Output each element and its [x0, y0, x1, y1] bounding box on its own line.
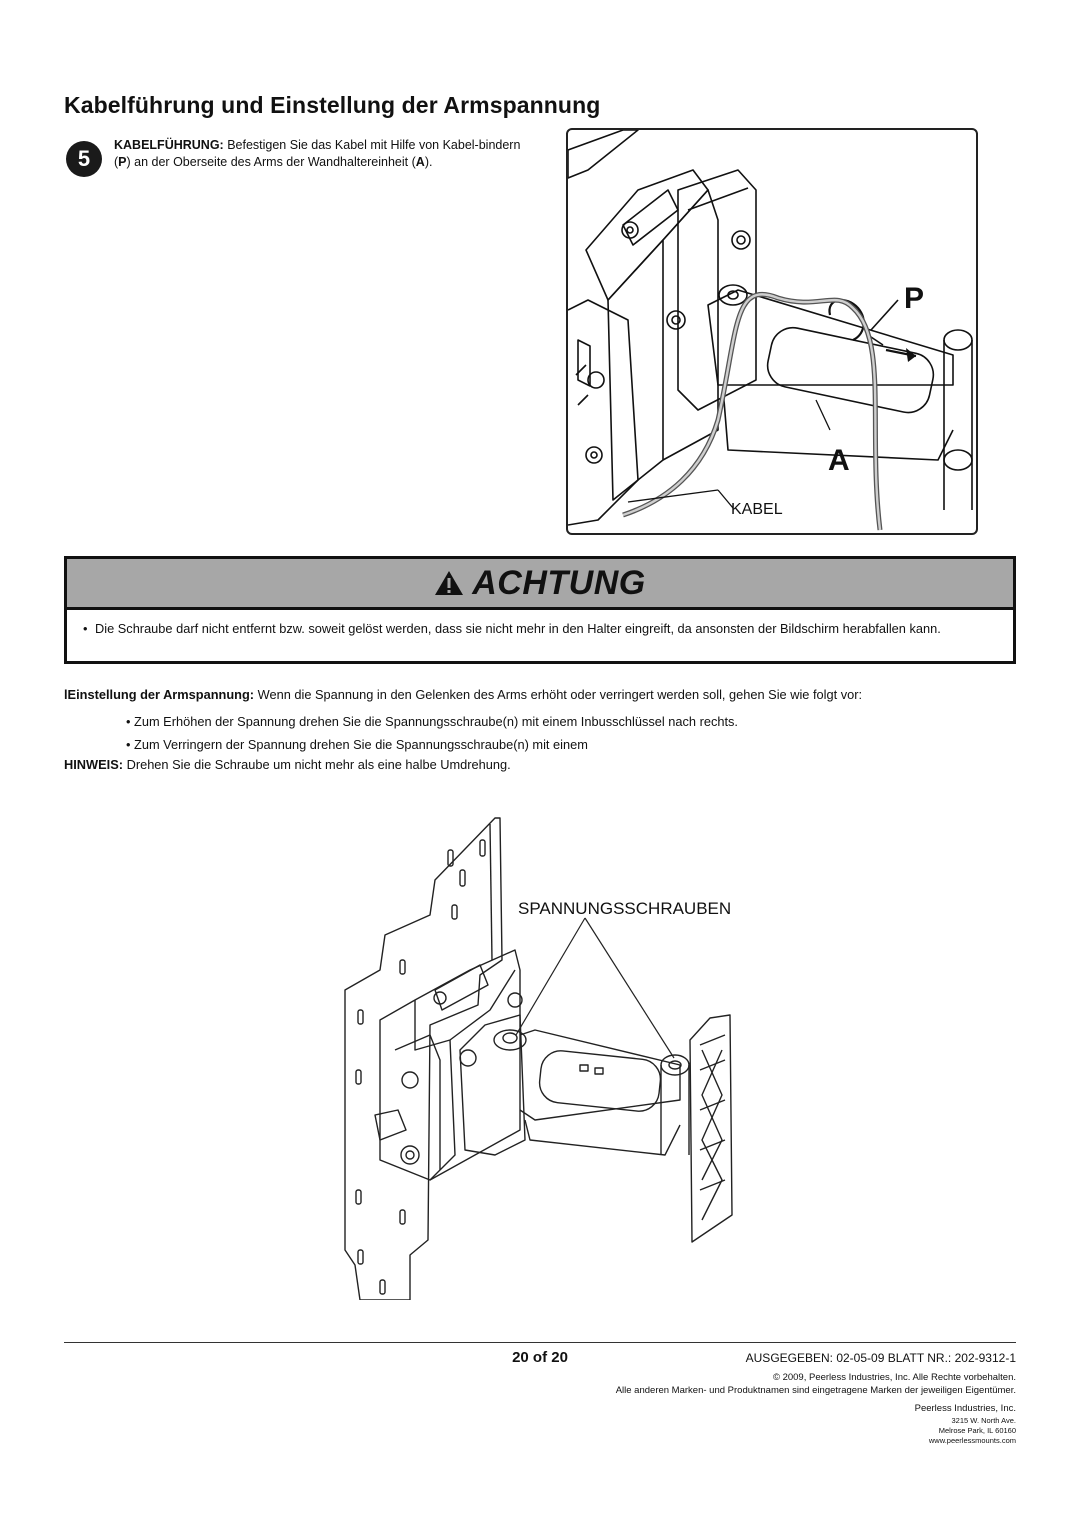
- note-paragraph: HINWEIS: Drehen Sie die Schraube um nich…: [64, 756, 511, 773]
- copyright: © 2009, Peerless Industries, Inc. Alle R…: [772, 1372, 1016, 1383]
- step-text-a: Befestigen Sie das Kabel mit Hilfe von K…: [114, 138, 521, 169]
- cable-label: KABEL: [731, 501, 783, 518]
- tension-screws-label: SPANNUNGSSCHRAUBEN: [518, 899, 731, 918]
- cable-routing-illustration: P A KABEL: [568, 130, 973, 531]
- caution-bullet-text: Die Schraube darf nicht entfernt bzw. so…: [95, 621, 941, 636]
- warning-triangle-icon: [435, 571, 464, 595]
- bullet-dot: •: [83, 621, 88, 636]
- step-part-a: A: [415, 155, 425, 169]
- company-website[interactable]: www.peerlessmounts.com: [928, 1436, 1016, 1445]
- issue-info: AUSGEGEBEN: 02-05-09 BLATT NR.: 202-9312…: [745, 1351, 1016, 1365]
- step-text-b: ) an der Oberseite des Arms der Wandhalt…: [126, 155, 416, 169]
- adjust-paragraph: lEinstellung der Armspannung: Wenn die S…: [64, 686, 1016, 703]
- callout-a: A: [828, 444, 850, 477]
- company-city: Melrose Park, IL 60160: [938, 1426, 1016, 1435]
- adjust-lead: lEinstellung der Armspannung:: [64, 687, 255, 702]
- caution-body: • Die Schraube darf nicht entfernt bzw. …: [64, 608, 1016, 664]
- note-lead: HINWEIS:: [64, 757, 124, 772]
- section-title: Kabelführung und Einstellung der Armspan…: [64, 92, 601, 118]
- company-name: Peerless Industries, Inc.: [914, 1403, 1016, 1414]
- step-instructions: KABELFÜHRUNG: Befestigen Sie das Kabel m…: [114, 137, 539, 171]
- mount-figure: SPANNUNGSSCHRAUBEN: [320, 810, 760, 1301]
- company-street: 3215 W. North Ave.: [951, 1416, 1016, 1425]
- note-text: Drehen Sie die Schraube um nicht mehr al…: [123, 757, 511, 772]
- step-lead: KABELFÜHRUNG:: [114, 138, 224, 152]
- cable-routing-figure: P A KABEL: [566, 128, 978, 535]
- adjust-bullet-1: • Zum Erhöhen der Spannung drehen Sie di…: [126, 714, 738, 729]
- step-text-c: ).: [424, 155, 433, 169]
- step-number-badge: 5: [66, 141, 102, 177]
- callout-p: P: [904, 282, 924, 315]
- adjust-text: Wenn die Spannung in den Gelenken des Ar…: [254, 687, 863, 702]
- mount-illustration: SPANNUNGSSCHRAUBEN: [344, 817, 733, 1301]
- adjust-bullet-2: • Zum Verringern der Spannung drehen Sie…: [126, 737, 588, 752]
- step-part-p: P: [118, 155, 127, 169]
- trademarks: Alle anderen Marken- und Produktnamen si…: [615, 1385, 1016, 1396]
- caution-header: ACHTUNG: [64, 556, 1016, 610]
- page-number: 20 of 20: [512, 1349, 568, 1366]
- step-number: 5: [77, 146, 91, 171]
- caution-title: ACHTUNG: [472, 563, 646, 602]
- caution-bullet: • Die Schraube darf nicht entfernt bzw. …: [83, 620, 997, 637]
- footer-rule: [64, 1342, 1016, 1343]
